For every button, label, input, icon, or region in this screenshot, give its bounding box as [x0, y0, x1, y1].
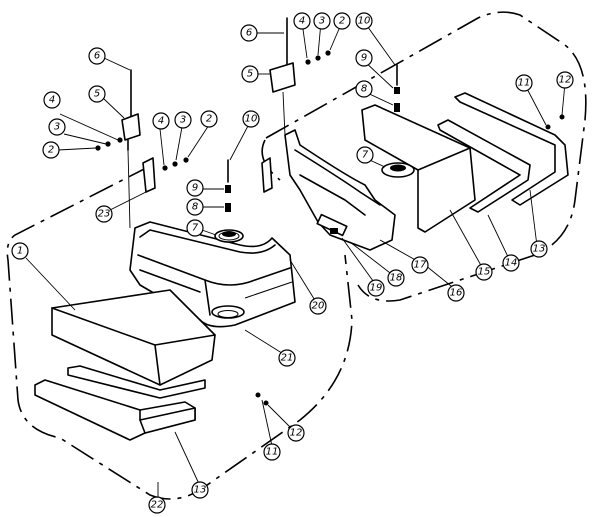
callout-11-label: 11 — [266, 447, 279, 458]
callout-20-label: 20 — [312, 301, 325, 312]
right-hinge-bracket — [269, 17, 296, 136]
right-washers — [305, 50, 331, 65]
callout-13: 13 — [191, 481, 209, 499]
leader-lines — [25, 21, 566, 497]
right-bolt-stack — [394, 64, 400, 112]
callout-11: 11 — [515, 74, 533, 92]
callout-2: 2 — [42, 141, 60, 159]
callout-6: 6 — [240, 24, 258, 42]
callout-2-label: 2 — [48, 145, 54, 156]
callout-10: 10 — [242, 110, 260, 128]
callout-10: 10 — [355, 12, 373, 30]
callout-3-label: 3 — [54, 122, 60, 133]
left-panel — [51, 289, 216, 386]
callout-2: 2 — [333, 12, 351, 30]
callout-3-label: 3 — [319, 16, 325, 27]
callout-18: 18 — [387, 269, 405, 287]
callout-13-label: 13 — [533, 244, 546, 255]
callout-5: 5 — [241, 65, 259, 83]
right-assembly-boundary — [261, 11, 587, 302]
callout-7: 7 — [186, 219, 204, 237]
left-strips — [34, 365, 206, 441]
right-tank-housing — [284, 129, 396, 251]
callout-4-label: 4 — [49, 95, 55, 106]
callout-2-label: 2 — [206, 114, 212, 125]
callout-14: 14 — [502, 254, 520, 272]
callout-13-label: 13 — [194, 485, 207, 496]
left-hinge-bracket — [121, 69, 273, 229]
callout-6-label: 6 — [246, 28, 252, 39]
callout-7-label: 7 — [192, 223, 199, 234]
callout-12: 12 — [556, 71, 574, 89]
callout-4-label: 4 — [299, 16, 305, 27]
callout-18-label: 18 — [390, 273, 403, 284]
callout-23-label: 23 — [98, 209, 111, 220]
left-bolt-stack — [225, 159, 231, 212]
callout-3: 3 — [48, 118, 66, 136]
right-strips — [437, 92, 569, 213]
left-washers — [95, 137, 189, 171]
callout-7-label: 7 — [362, 150, 369, 161]
callout-19-label: 19 — [370, 283, 383, 294]
callout-9-label: 9 — [361, 53, 367, 64]
callout-4-label: 4 — [158, 116, 164, 127]
callout-16-label: 16 — [450, 288, 463, 299]
callout-22: 22 — [148, 496, 166, 514]
right-top-washer — [559, 114, 565, 120]
callout-17-label: 17 — [414, 260, 427, 271]
left-filler-cap — [214, 229, 244, 243]
callout-6: 6 — [88, 47, 106, 65]
callout-2-label: 2 — [339, 16, 345, 27]
callout-14-label: 14 — [505, 258, 518, 269]
callout-17: 17 — [411, 256, 429, 274]
callout-5: 5 — [88, 85, 106, 103]
callout-3: 3 — [174, 111, 192, 129]
callout-8: 8 — [186, 198, 204, 216]
left-bottom-washer — [263, 400, 269, 406]
callout-22-label: 22 — [151, 500, 164, 511]
callout-20: 20 — [309, 297, 327, 315]
right-top-screw — [545, 124, 551, 130]
callout-23: 23 — [95, 205, 113, 223]
callout-8-label: 8 — [192, 202, 198, 213]
callout-7: 7 — [356, 146, 374, 164]
callout-11-label: 11 — [518, 78, 531, 89]
callout-2: 2 — [200, 110, 218, 128]
callout-4: 4 — [152, 112, 170, 130]
callout-5-label: 5 — [94, 89, 100, 100]
callout-15-label: 15 — [478, 267, 491, 278]
callout-15: 15 — [475, 263, 493, 281]
right-filler-cap — [381, 162, 415, 178]
callout-9: 9 — [355, 49, 373, 67]
callout-9-label: 9 — [192, 183, 198, 194]
callout-3-label: 3 — [180, 115, 186, 126]
callout-10-label: 10 — [245, 114, 258, 125]
callout-11: 11 — [263, 443, 281, 461]
right-panel — [361, 104, 476, 233]
callout-6-label: 6 — [94, 51, 100, 62]
callout-16: 16 — [447, 284, 465, 302]
callout-8-label: 8 — [361, 84, 367, 95]
callout-5-label: 5 — [247, 69, 253, 80]
callout-12: 12 — [287, 424, 305, 442]
callout-21: 21 — [278, 349, 296, 367]
callout-12-label: 12 — [559, 75, 572, 86]
callout-19: 19 — [367, 279, 385, 297]
callout-13: 13 — [530, 240, 548, 258]
callout-21-label: 21 — [281, 353, 294, 364]
callout-12-label: 12 — [290, 428, 303, 439]
callout-4: 4 — [43, 91, 61, 109]
callout-4: 4 — [293, 12, 311, 30]
callout-3: 3 — [313, 12, 331, 30]
callout-1: 1 — [11, 242, 29, 260]
callout-10-label: 10 — [358, 16, 371, 27]
left-assembly-boundary — [6, 164, 353, 500]
callout-1-label: 1 — [17, 246, 23, 257]
callout-8: 8 — [355, 80, 373, 98]
left-bottom-screw — [255, 392, 261, 398]
callout-9: 9 — [186, 179, 204, 197]
